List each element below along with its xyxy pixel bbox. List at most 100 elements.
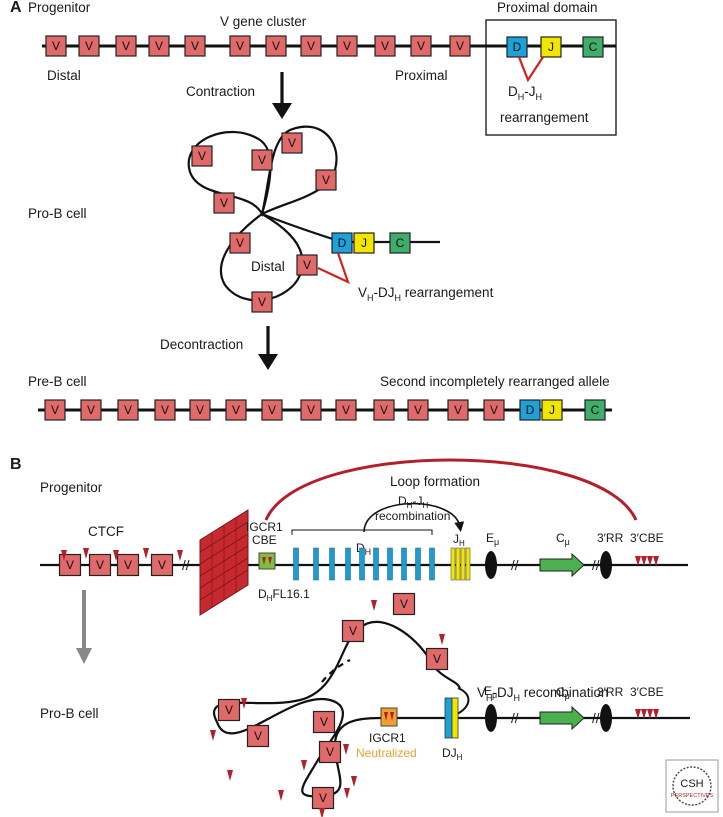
svg-text:V: V <box>322 173 330 187</box>
cbe3-triangle <box>641 709 647 719</box>
igcr1-label: IGCR1 <box>246 520 283 534</box>
svg-text:V: V <box>66 558 74 572</box>
v-segment: V <box>341 619 365 643</box>
svg-text:V: V <box>349 624 357 638</box>
distal-label: Distal <box>47 68 81 83</box>
jh-label: JH <box>453 532 465 548</box>
recombination-label: recombination <box>375 509 450 523</box>
ctcf-site-triangle <box>143 548 149 559</box>
v-segment: V <box>117 399 139 421</box>
igcr1-neutralized-element <box>380 707 398 727</box>
dh-jh-label: DH-JH <box>508 84 542 102</box>
dh-segments <box>293 547 435 581</box>
v-segment: V <box>88 553 112 577</box>
svg-text:C: C <box>589 40 598 54</box>
dh-jh-recombination-arrow <box>363 502 465 533</box>
v-segment: V <box>229 35 251 57</box>
v-segment: V <box>265 35 287 57</box>
v-segment: V <box>261 399 283 421</box>
svg-text:V: V <box>454 403 462 417</box>
djh-d-part <box>444 697 453 739</box>
ctcf-site-triangle <box>344 788 350 799</box>
v-segment: V <box>191 145 213 167</box>
rr2-label: 3′RR <box>597 685 624 699</box>
dh-segment <box>313 547 319 581</box>
v-segment: V <box>116 553 140 577</box>
svg-text:V: V <box>326 745 334 759</box>
v-segment: V <box>312 710 336 734</box>
pro-b-label-a: Pro-B cell <box>28 206 87 221</box>
svg-text:V: V <box>343 39 351 53</box>
v-segment: V <box>410 35 432 57</box>
svg-text:V: V <box>400 597 408 611</box>
v-segment: V <box>213 192 235 214</box>
break-mark-2: // <box>511 558 519 573</box>
svg-text:J: J <box>548 40 554 54</box>
v-segment: V <box>374 35 396 57</box>
ctcf-site-triangle <box>439 634 445 645</box>
ctcf-site-triangle <box>371 600 377 611</box>
cbe3-triangle <box>635 709 641 719</box>
djh-label: DJH <box>442 746 463 762</box>
ctcf-site-triangle <box>177 550 183 561</box>
ctcf-site-triangle <box>241 698 247 709</box>
v-segment: V <box>115 35 137 57</box>
emu2-label-visible: Eμ <box>484 684 497 700</box>
dh-bracket <box>291 529 433 535</box>
break-mark-5: // <box>592 711 600 726</box>
ctcf-site-triangle <box>351 776 357 787</box>
cbe3-triangle <box>653 556 659 566</box>
csh-perspectives-logo: CSH PERSPECTIVES <box>665 759 719 813</box>
svg-text:J: J <box>361 236 367 250</box>
distal-loop-label: Distal <box>251 259 285 274</box>
v-segment: V <box>184 35 206 57</box>
cbe3-triangle <box>641 556 647 566</box>
v-segment: V <box>483 399 505 421</box>
dh-segment <box>359 547 365 581</box>
dh-segment <box>329 547 335 581</box>
ctcf-site-triangle <box>319 808 325 817</box>
v-segment: V <box>150 553 174 577</box>
cbe3-2-label: 3′CBE <box>630 685 664 699</box>
panel-a-letter: A <box>10 0 22 16</box>
dh-jh-rearrangement-mark <box>517 56 544 83</box>
v-segment: V <box>217 698 241 722</box>
v-segment: V <box>392 592 416 616</box>
ctcf-site-triangle <box>343 744 349 755</box>
v-gene-cluster-label: V gene cluster <box>220 14 307 29</box>
neutralized-label: Neutralized <box>356 746 417 760</box>
v-segment: V <box>311 786 335 810</box>
v-segment: V <box>45 35 67 57</box>
proximal-j-segment: J <box>540 36 562 58</box>
svg-text:V: V <box>161 403 169 417</box>
proximal-c-segment: C <box>582 36 604 58</box>
svg-text:V: V <box>272 39 280 53</box>
decontraction-arrow-head <box>258 354 278 370</box>
ctcf-site-triangle <box>61 550 67 561</box>
v-segment: V <box>78 35 100 57</box>
v-segment: V <box>189 399 211 421</box>
svg-text:V: V <box>236 236 244 250</box>
svg-text:D: D <box>513 40 522 54</box>
svg-text:V: V <box>417 39 425 53</box>
v-segment: V <box>449 35 471 57</box>
svg-text:V: V <box>258 153 266 167</box>
rr-element <box>600 551 612 579</box>
svg-text:V: V <box>124 558 132 572</box>
svg-text:V: V <box>490 403 498 417</box>
ctcf-site-triangle <box>210 730 216 741</box>
svg-text:V: V <box>96 558 104 572</box>
v-segment: V <box>154 399 176 421</box>
jh-segments <box>450 547 471 581</box>
djh-j-part <box>451 697 459 739</box>
v-segment: V <box>300 35 322 57</box>
cmu2-label: Cμ <box>556 685 570 701</box>
cmu-arrow <box>539 552 585 578</box>
svg-text:V: V <box>303 258 311 272</box>
svg-text:V: V <box>85 39 93 53</box>
igcr1-neutral-label: IGCR1 <box>369 731 406 745</box>
rr2-element <box>600 704 612 732</box>
v-segment: V <box>336 35 358 57</box>
svg-text:V: V <box>87 403 95 417</box>
